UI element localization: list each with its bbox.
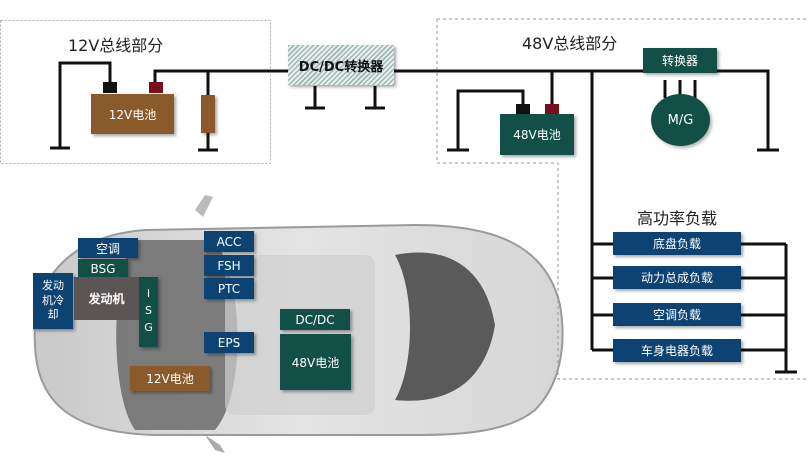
car-dcdc: DC/DC xyxy=(280,309,350,330)
dcdc-converter: DC/DC转换器 xyxy=(288,45,394,85)
car-battery-48v: 48V电池 xyxy=(280,334,351,390)
car-aircon: 空调 xyxy=(78,238,138,258)
bus12v-title: 12V总线部分 xyxy=(68,36,164,55)
high-power-loads-title: 高功率负载 xyxy=(637,209,718,228)
bus48v-region-border xyxy=(436,18,809,380)
car-acc: ACC xyxy=(204,231,254,252)
car-engine-cooling: 发动机冷却 xyxy=(33,273,73,329)
bus12v-region-border xyxy=(0,20,271,164)
motor-generator: M/G xyxy=(651,94,710,146)
load-powertrain: 动力总成负载 xyxy=(613,266,741,289)
battery-12v: 12V电池 xyxy=(91,94,174,134)
car-eps: EPS xyxy=(204,332,254,353)
load-resistor-12v xyxy=(201,95,215,133)
car-bsg: BSG xyxy=(78,259,128,278)
battery-48v: 48V电池 xyxy=(500,114,574,155)
car-fsh: FSH xyxy=(204,255,254,276)
car-engine: 发动机 xyxy=(74,277,139,320)
positive-terminal-48v xyxy=(545,104,559,115)
car-isg: ISG xyxy=(139,277,158,347)
converter: 转换器 xyxy=(643,48,717,73)
bus48v-title: 48V总线部分 xyxy=(522,34,618,53)
load-body-electrical: 车身电器负载 xyxy=(613,339,741,362)
positive-terminal-12v xyxy=(149,82,163,93)
car-battery-12v: 12V电池 xyxy=(130,366,210,391)
load-chassis: 底盘负载 xyxy=(613,232,741,255)
load-aircon: 空调负载 xyxy=(613,303,741,326)
car-ptc: PTC xyxy=(204,278,254,299)
negative-terminal-48v xyxy=(516,104,530,115)
negative-terminal-12v xyxy=(103,82,117,93)
